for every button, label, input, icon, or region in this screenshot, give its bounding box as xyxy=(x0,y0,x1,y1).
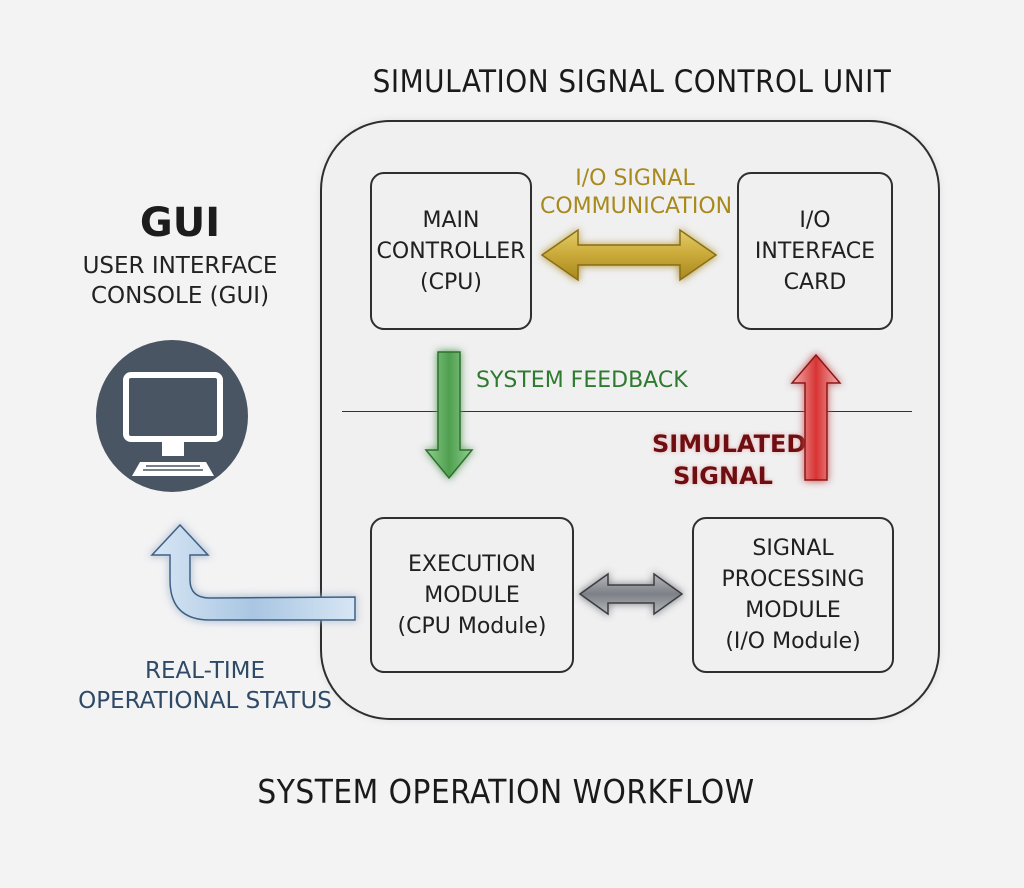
unit-divider xyxy=(342,411,912,412)
operational-status-label: REAL-TIME OPERATIONAL STATUS xyxy=(78,658,332,714)
signal-processing-module-box: SIGNAL PROCESSING MODULE (I/O Module) xyxy=(692,517,894,673)
signal-processing-module-label: SIGNAL PROCESSING MODULE (I/O Module) xyxy=(721,536,865,654)
gui-title: GUI xyxy=(139,200,221,246)
workflow-title: SYSTEM OPERATION WORKFLOW xyxy=(257,772,755,811)
io-interface-card-box: I/O INTERFACE CARD xyxy=(737,172,893,330)
main-controller-label: MAIN CONTROLLER (CPU) xyxy=(376,207,526,295)
execution-module-label: EXECUTION MODULE (CPU Module) xyxy=(397,551,547,639)
system-feedback-label: SYSTEM FEEDBACK xyxy=(476,368,688,393)
io-signal-communication-label: I/O SIGNAL COMMUNICATION xyxy=(540,166,733,219)
unit-title: SIMULATION SIGNAL CONTROL UNIT xyxy=(372,64,892,100)
gui-circle xyxy=(96,340,248,492)
main-controller-box: MAIN CONTROLLER (CPU) xyxy=(370,172,532,330)
simulated-signal-label: SIMULATED SIGNAL xyxy=(652,430,807,490)
execution-module-box: EXECUTION MODULE (CPU Module) xyxy=(370,517,574,673)
gui-subtitle: USER INTERFACE CONSOLE (GUI) xyxy=(82,253,278,309)
io-interface-card-label: I/O INTERFACE CARD xyxy=(754,207,876,295)
